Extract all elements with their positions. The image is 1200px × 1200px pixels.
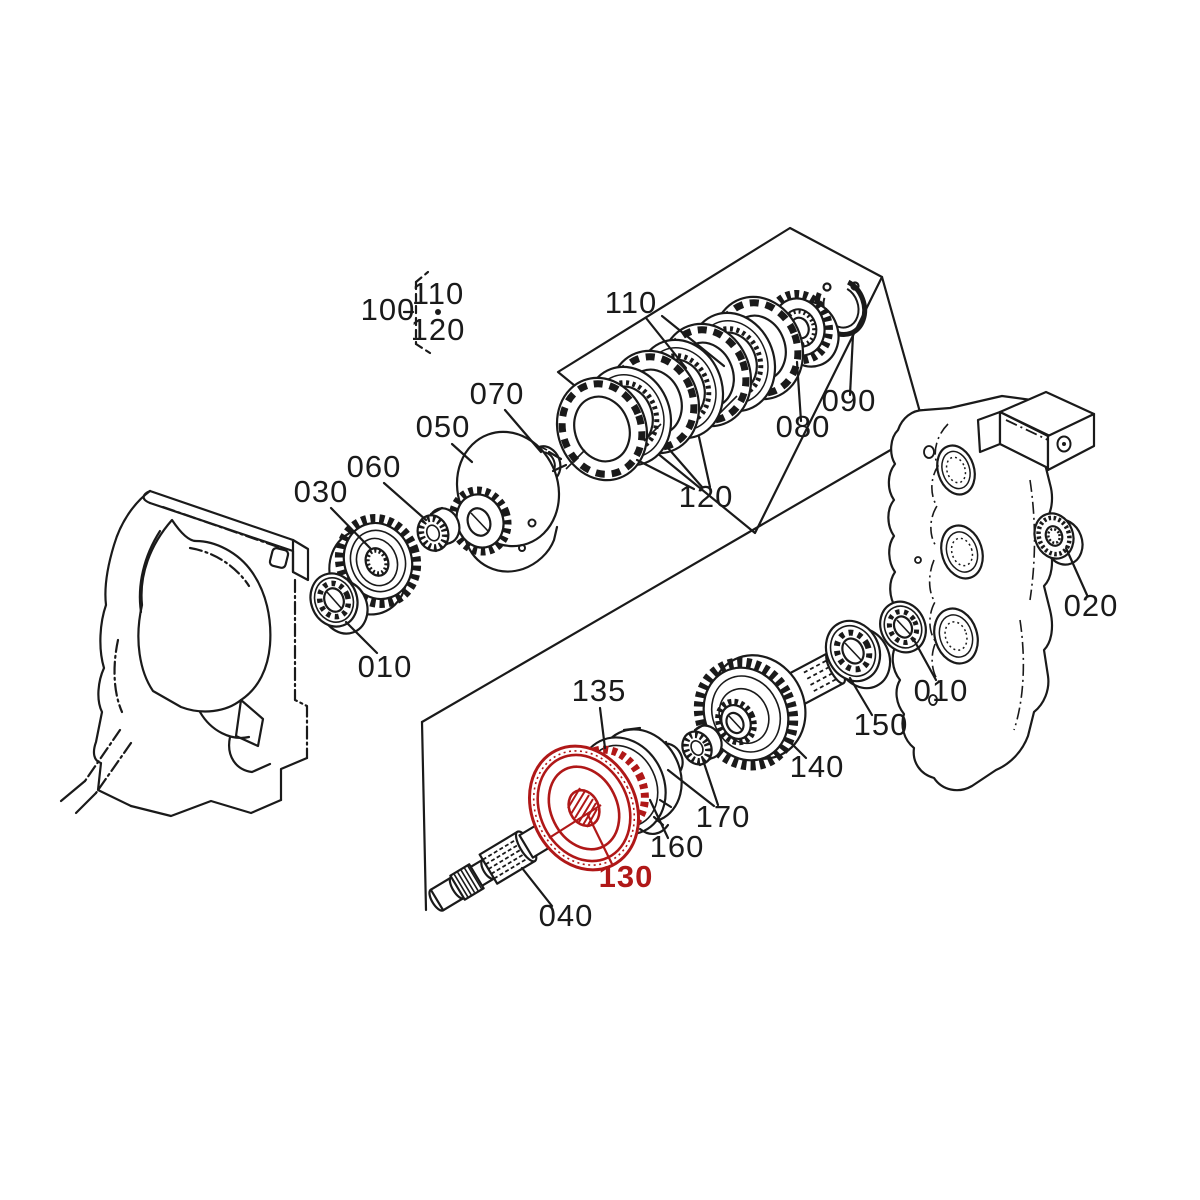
label-070: 070 [470, 376, 525, 411]
clutch-hub-050 [448, 430, 568, 573]
label-110-bracket: 110 [412, 276, 464, 311]
label-020: 020 [1064, 588, 1119, 623]
label-150: 150 [854, 707, 909, 742]
label-040: 040 [539, 898, 594, 933]
label-110: 110 [605, 285, 657, 320]
needle-bearing-060 [416, 506, 461, 553]
seal-020 [1033, 512, 1084, 566]
label-030: 030 [294, 474, 349, 509]
left-housing [59, 489, 310, 818]
gear-shaft-140 [693, 645, 865, 771]
bracket-dot [435, 309, 441, 315]
label-160: 160 [650, 829, 705, 864]
label-090: 090 [822, 383, 877, 418]
label-010-right: 010 [914, 673, 969, 708]
label-130: 130 [599, 859, 654, 894]
clutch-plate-pack [555, 295, 805, 482]
label-120-bracket: 120 [411, 312, 466, 347]
labels: 100 110 120 110 120 070 050 060 030 010 … [294, 276, 1119, 933]
enclosure-lines [420, 226, 927, 912]
label-120: 120 [679, 479, 734, 514]
label-135: 135 [572, 673, 627, 708]
bearing-010-left [309, 572, 369, 635]
label-010-left: 010 [358, 649, 413, 684]
label-050: 050 [416, 409, 471, 444]
right-housing [887, 390, 1096, 792]
label-140: 140 [790, 749, 845, 784]
bearing-150 [824, 619, 892, 690]
leader-lines [329, 270, 1089, 908]
label-060: 060 [347, 449, 402, 484]
pulley-130-highlighted [527, 744, 649, 872]
label-080: 080 [776, 409, 831, 444]
label-100: 100 [361, 292, 416, 327]
label-170: 170 [696, 799, 751, 834]
